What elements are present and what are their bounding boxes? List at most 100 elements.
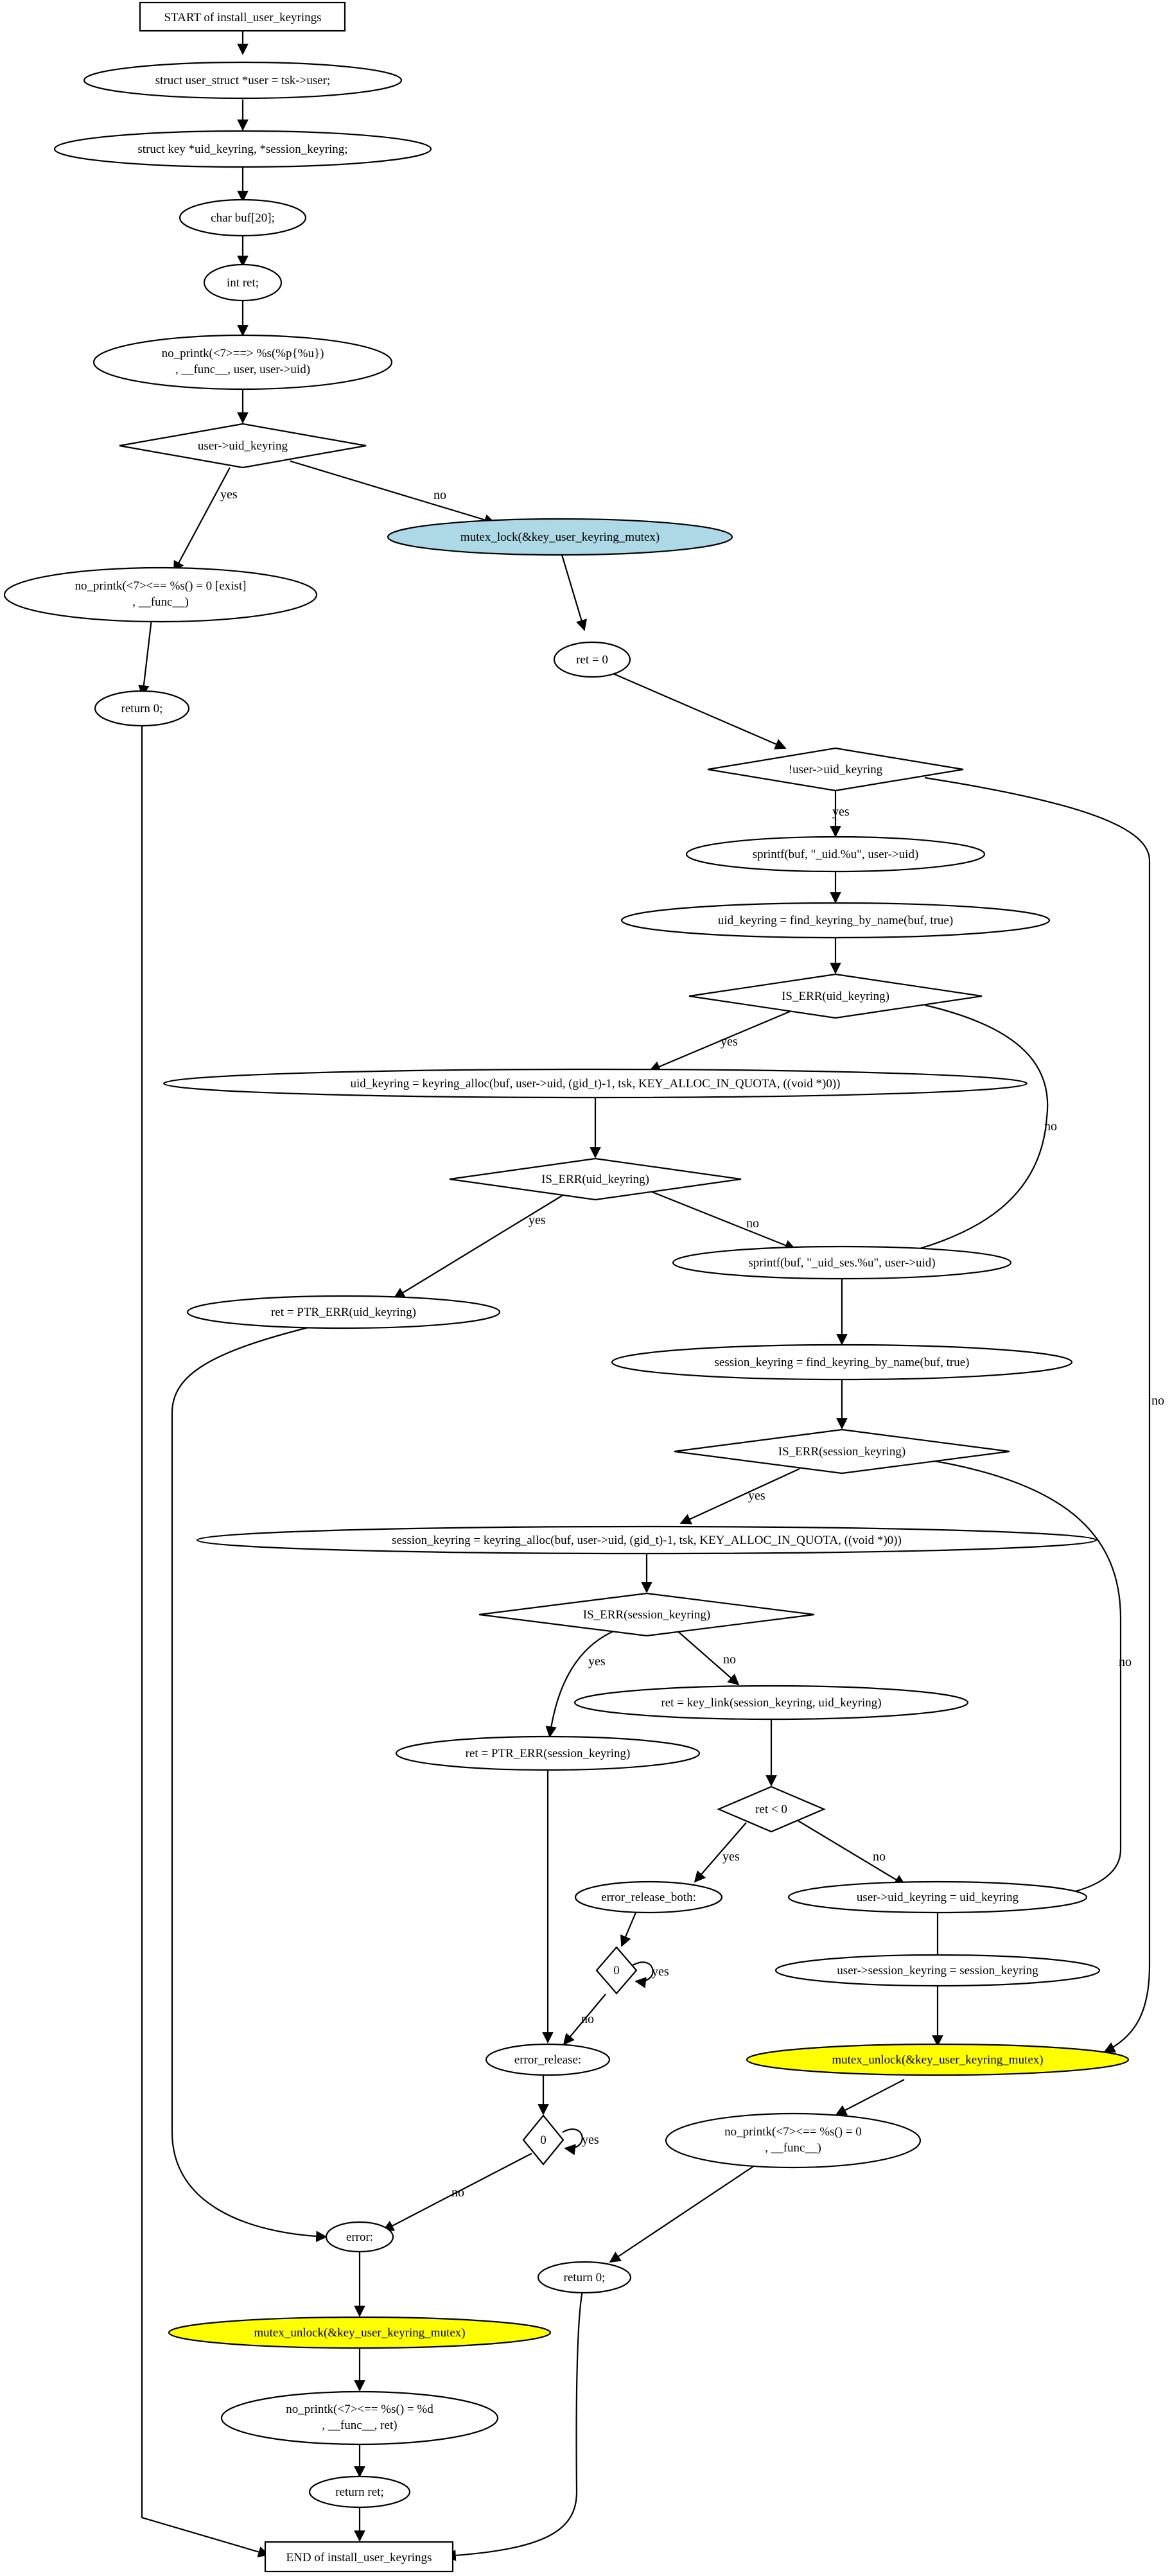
node-label: ret = PTR_ERR(uid_keyring) <box>271 1306 416 1319</box>
node-return-ret: return ret; <box>308 2475 411 2509</box>
edge <box>613 672 787 749</box>
node-label: sprintf(buf, "_uid_ses.%u", user->uid) <box>748 1256 935 1270</box>
nodes: START of install_user_keyrings struct us… <box>3 1 1130 2573</box>
node-label-line2: , __func__) <box>765 2141 821 2155</box>
node-alloc-uid-keyring: uid_keyring = keyring_alloc(buf, user->u… <box>162 1068 1028 1099</box>
edge <box>609 2165 755 2263</box>
decision-label: user->uid_keyring <box>198 439 288 453</box>
node-printk-error: no_printk(<7><== %s() = %d , __func__, r… <box>220 2390 499 2446</box>
node-label: char buf[20]; <box>211 211 275 225</box>
node-label: mutex_lock(&key_user_keyring_mutex) <box>460 530 660 544</box>
node-label: mutex_unlock(&key_user_keyring_mutex) <box>254 2326 465 2340</box>
node-mutex-unlock-error: mutex_unlock(&key_user_keyring_mutex) <box>168 2316 552 2349</box>
edge-label-no: no <box>873 1850 886 1864</box>
edge-label-no: no <box>723 1652 736 1667</box>
edge <box>393 1192 568 1299</box>
node-ret-decl: int ret; <box>203 263 283 302</box>
edge-label-no: no <box>746 1216 759 1231</box>
node-label: session_keyring = keyring_alloc(buf, use… <box>392 1534 902 1547</box>
decision-is-err-session-1: IS_ERR(session_keyring) <box>674 1428 1010 1475</box>
decision-label: 0 <box>613 1964 620 1977</box>
node-label: sprintf(buf, "_uid.%u", user->uid) <box>753 848 919 861</box>
decision-label: IS_ERR(uid_keyring) <box>782 990 889 1003</box>
node-find-session-keyring: session_keyring = find_keyring_by_name(b… <box>611 1344 1073 1381</box>
edge <box>924 776 1151 2053</box>
decision-label: ret < 0 <box>755 1803 787 1816</box>
node-label: error: <box>346 2230 373 2244</box>
edge <box>290 460 496 525</box>
decision-is-err-uid-2: IS_ERR(uid_keyring) <box>449 1157 742 1201</box>
edge <box>647 1189 796 1251</box>
edge <box>675 1629 740 1686</box>
node-mutex-lock: mutex_lock(&key_user_keyring_mutex) <box>387 518 733 556</box>
decision-label: !user->uid_keyring <box>789 763 883 776</box>
node-printk-exist: no_printk(<7><== %s() = 0 [exist] , __fu… <box>3 566 318 623</box>
edge <box>885 1004 1049 1261</box>
node-key-decl: struct key *uid_keyring, *session_keyrin… <box>53 130 432 168</box>
edge <box>173 467 231 573</box>
node-label: struct user_struct *user = tsk->user; <box>155 74 331 87</box>
edge-label-yes: yes <box>748 1489 765 1503</box>
node-key-link: ret = key_link(session_keyring, uid_keyr… <box>573 1685 969 1721</box>
node-label-line2: , __func__, user, user->uid) <box>175 363 310 376</box>
node-label-line1: no_printk(<7><== %s() = %d <box>286 2403 433 2416</box>
edge <box>382 2153 532 2231</box>
edge-label-no: no <box>451 2186 464 2200</box>
node-label-line1: no_printk(<7>==> %s(%p{%u}) <box>162 347 324 360</box>
node-label-line2: , __func__) <box>132 595 189 609</box>
node-label: ret = 0 <box>576 653 608 667</box>
node-alloc-session-keyring: session_keyring = keyring_alloc(buf, use… <box>196 1525 1098 1555</box>
edge-label-yes: yes <box>529 1213 546 1227</box>
node-label: struct key *uid_keyring, *session_keyrin… <box>137 143 347 156</box>
edge <box>679 1468 800 1525</box>
node-error-release-both: error_release_both: <box>574 1880 723 1914</box>
node-label: ret = key_link(session_keyring, uid_keyr… <box>661 1696 881 1710</box>
edge <box>444 2290 584 2561</box>
edge <box>562 2128 583 2155</box>
node-label: session_keyring = find_keyring_by_name(b… <box>715 1356 970 1369</box>
edge-label-no: no <box>1044 1119 1057 1134</box>
node-return-0-early: return 0; <box>94 690 190 727</box>
edge-label-yes: yes <box>652 1965 669 1979</box>
node-printk-ok: no_printk(<7><== %s() = 0 , __func__) <box>665 2112 922 2169</box>
node-label: return ret; <box>335 2485 383 2499</box>
node-ret-ptr-err-uid: ret = PTR_ERR(uid_keyring) <box>186 1295 501 1329</box>
node-label: return 0; <box>564 2271 606 2284</box>
node-label: user->uid_keyring = uid_keyring <box>857 1891 1019 1904</box>
decision-not-uid-keyring: !user->uid_keyring <box>707 747 964 792</box>
decision-zero-1: 0 <box>595 1946 638 1995</box>
node-label: uid_keyring = find_keyring_by_name(buf, … <box>718 914 953 927</box>
edge <box>138 618 153 697</box>
decision-uid-keyring: user->uid_keyring <box>119 423 367 469</box>
edge <box>141 724 270 2557</box>
edge <box>835 2079 905 2116</box>
node-label: error_release_both: <box>601 1891 696 1904</box>
node-mutex-unlock-ok: mutex_unlock(&key_user_keyring_mutex) <box>746 2043 1130 2076</box>
node-return-0-ok: return 0; <box>537 2261 632 2294</box>
edge-label-yes: yes <box>721 1035 738 1049</box>
node-label-line1: no_printk(<7><== %s() = 0 <box>724 2125 862 2139</box>
decision-label: IS_ERR(session_keyring) <box>778 1445 905 1459</box>
edges: yes no yes no yes no yes no yes <box>138 31 1164 2561</box>
edge <box>620 1912 637 1947</box>
node-label: user->session_keyring = session_keyring <box>837 1964 1038 1977</box>
node-label-line1: no_printk(<7><== %s() = 0 [exist] <box>75 579 247 593</box>
edge-label-yes: yes <box>220 487 238 502</box>
edge-label-yes: yes <box>832 805 850 819</box>
edge-label-no: no <box>433 488 446 502</box>
node-label: return 0; <box>121 702 163 715</box>
edge-label-yes: yes <box>582 2133 599 2147</box>
decision-zero-2: 0 <box>522 2114 564 2166</box>
edge <box>931 1459 1122 1901</box>
node-ret-ptr-err-session: ret = PTR_ERR(session_keyring) <box>395 1735 701 1771</box>
node-find-uid-keyring: uid_keyring = find_keyring_by_name(buf, … <box>620 902 1051 939</box>
node-label: int ret; <box>227 276 259 290</box>
node-assign-session-keyring: user->session_keyring = session_keyring <box>774 1954 1101 1987</box>
node-label: ret = PTR_ERR(session_keyring) <box>466 1747 631 1760</box>
edge-label-no: no <box>1119 1655 1132 1669</box>
start-label: START of install_user_keyrings <box>164 11 321 24</box>
edge <box>171 1326 328 2243</box>
edge-label-no: no <box>581 2012 594 2026</box>
end-label: END of install_user_keyrings <box>286 2551 432 2564</box>
